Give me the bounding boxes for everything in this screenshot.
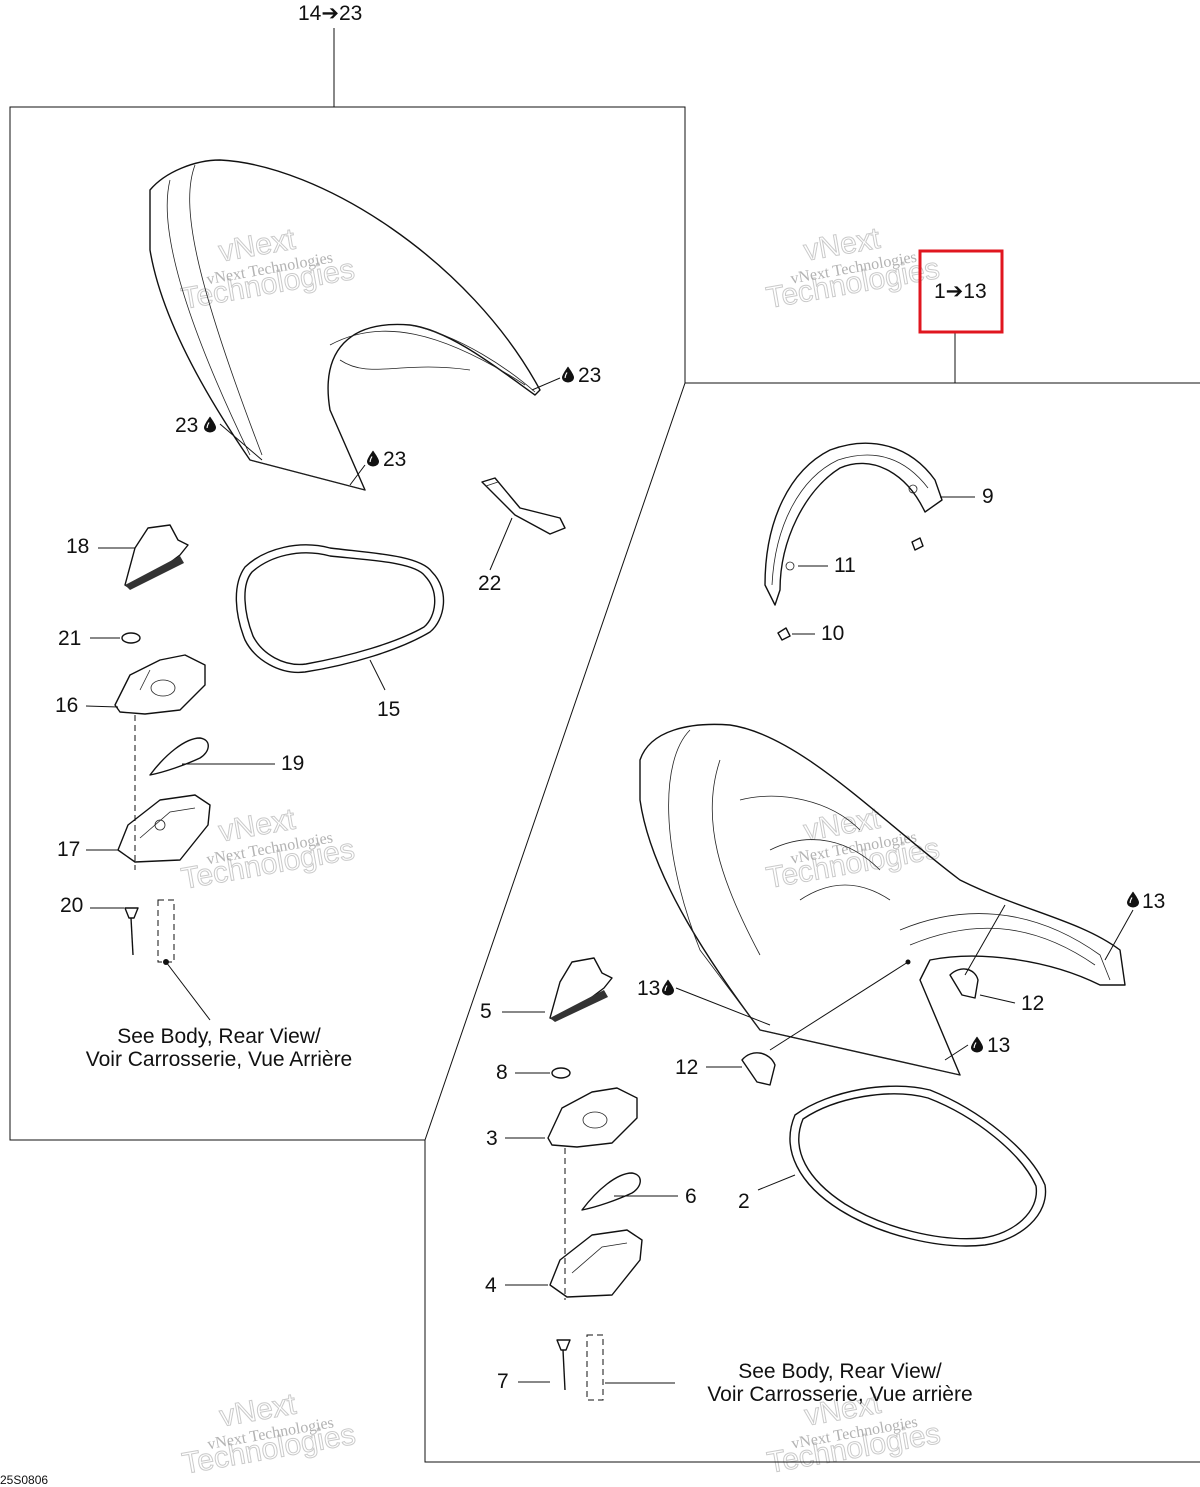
callout-20: 20 [60,894,83,917]
lead-16 [85,705,119,708]
callout-21: 21 [58,627,81,650]
highlight-box [918,249,1004,334]
bracket-part-3 [547,1087,638,1148]
lead-23c [531,377,561,391]
note-left-line1: See Body, Rear View/ [117,1025,321,1048]
callout-12b: 12 [675,1056,698,1079]
front-seat-part [639,723,1126,1076]
lead-23b [349,464,366,486]
grab-handle-part [764,442,943,641]
note-left-line2: Voir Carrosserie, Vue Arrière [86,1048,353,1071]
lead-23a [219,423,263,461]
callout-3: 3 [486,1127,498,1150]
lead-12a [979,994,1016,1004]
note-right-line2: Voir Carrosserie, Vue arrière [707,1383,972,1406]
bumper-part-12a [949,968,979,999]
callout-17: 17 [57,838,80,861]
callout-18: 18 [66,535,89,558]
callout-4: 4 [485,1274,497,1297]
callout-23c: 23 [578,364,601,387]
adhesive-drop-icon [662,979,674,996]
callout-13c: 13 [987,1034,1010,1057]
clip-part-19 [149,737,209,776]
strip-part-22 [481,477,566,535]
callout-19: 19 [281,752,304,775]
gasket-part-15 [235,544,445,674]
callout-23a: 23 [175,414,198,437]
fastener-left-dashed [157,899,175,963]
fastener-right-dashed [586,1334,604,1401]
rivet-part-20 [124,907,139,956]
frame-lines [9,28,1200,1463]
lead-2 [757,1174,796,1191]
callout-16: 16 [55,694,78,717]
bumper-part-12b [741,1052,776,1086]
lead-13c [944,1044,969,1061]
callout-6: 6 [685,1185,697,1208]
base-part-17 [117,794,211,863]
lead-22 [489,517,513,571]
note-right-line1: See Body, Rear View/ [738,1360,942,1383]
adhesive-drop-icon [562,366,574,383]
lead-13a [1104,909,1134,961]
lead-note-left [165,961,211,1021]
callout-13b: 13 [637,977,660,1000]
washer-part-21 [121,632,141,644]
rivet-part-7 [556,1339,571,1391]
right-group-label: 1➔13 [934,280,987,303]
callout-2: 2 [738,1190,750,1213]
washer-part-8 [551,1067,571,1079]
adhesive-drop-icon [971,1036,983,1053]
right-group-bottom-edge [424,1140,1200,1463]
callout-5: 5 [480,1000,492,1023]
lead-15 [369,659,386,691]
callout-10: 10 [821,622,844,645]
callout-13a: 13 [1142,890,1165,913]
latch-part-18 [124,524,189,590]
adhesive-drop-icon [1127,891,1139,908]
callout-11: 11 [834,554,856,577]
gasket-part-2 [789,1085,1047,1247]
lead-12-link-b [964,904,1006,976]
drawing-code: 25S0806 [0,1473,48,1487]
bracket-part-16 [114,654,206,715]
callout-15: 15 [377,698,400,721]
callout-22: 22 [478,572,501,595]
adhesive-drop-icon [204,416,216,433]
callout-7: 7 [497,1370,509,1393]
left-group-frame [9,106,686,1141]
attach-point-seat [905,959,911,965]
adhesive-drop-icon [367,450,379,467]
lead-13b [675,987,771,1026]
lead-12-link [769,961,909,1051]
base-part-4 [549,1229,643,1298]
rear-seat-part [149,159,541,491]
callout-23b: 23 [383,448,406,471]
latch-part-5 [549,957,613,1022]
callout-12a: 12 [1021,992,1044,1015]
left-group-label: 14➔23 [298,2,362,25]
callout-8: 8 [496,1061,508,1084]
clip-part-6 [581,1172,641,1211]
callout-9: 9 [982,485,994,508]
